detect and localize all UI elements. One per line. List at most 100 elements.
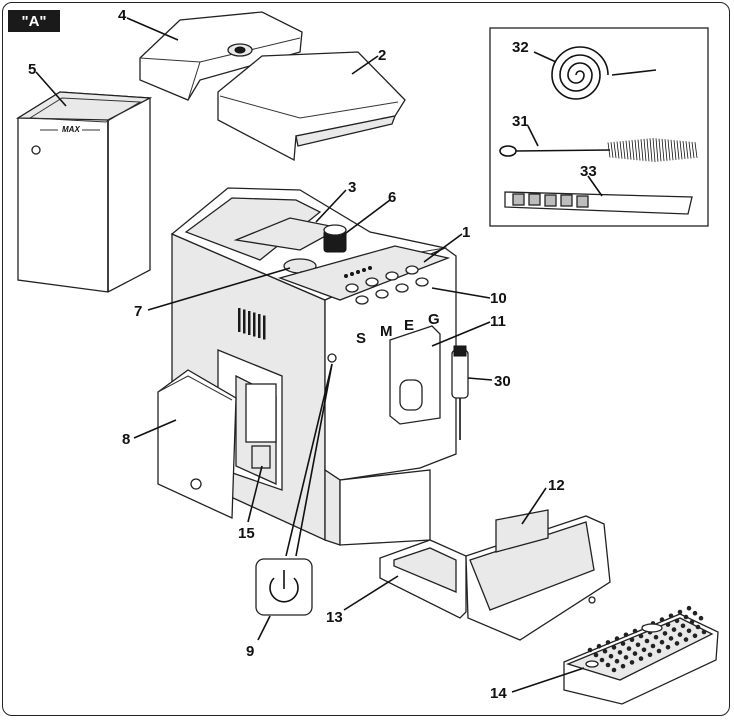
grille-hole (641, 647, 647, 653)
machine-body: S M E G (170, 187, 469, 546)
control-button (365, 277, 379, 287)
brush-bristle (610, 142, 614, 158)
grille-hole (683, 637, 689, 642)
brush-bristle (682, 140, 686, 160)
callout-13: 13 (326, 609, 343, 626)
grille-hole (677, 632, 683, 637)
brush-bristle (679, 140, 683, 160)
control-button (345, 283, 359, 293)
brush-bristle (628, 140, 632, 160)
brush-bristle (694, 142, 698, 158)
grille-hole (674, 618, 680, 624)
brush-bristle (646, 138, 650, 162)
grille-hole (692, 633, 698, 639)
bean-hopper-lid (139, 11, 303, 101)
grille-hole (659, 617, 665, 622)
control-button (375, 289, 389, 299)
vent-slot (258, 314, 261, 338)
brush-bristle (625, 140, 629, 160)
grille-hole (671, 627, 677, 632)
brush-bristle (688, 141, 692, 159)
grille-hole (614, 658, 620, 664)
grille-hole (605, 662, 611, 668)
grille-hole (629, 637, 635, 643)
callout-31: 31 (512, 113, 529, 130)
brush-bristle (640, 139, 644, 161)
grille-hole (665, 644, 671, 650)
callout-33: 33 (580, 163, 597, 180)
grounds-container (379, 539, 467, 619)
grille-hole (617, 650, 623, 655)
grille-hole (629, 660, 635, 665)
grille-hole (686, 628, 692, 634)
callout-9: 9 (246, 643, 254, 660)
callout-2: 2 (378, 47, 386, 64)
callout-4: 4 (118, 7, 127, 24)
grille-hole (593, 652, 599, 658)
cup-grille (563, 605, 719, 705)
callouts: 4 5 2 3 6 1 7 10 11 30 8 15 12 13 9 14 3… (28, 7, 597, 702)
brush-bristle (685, 141, 689, 159)
brush-bristle (613, 141, 617, 159)
brush-bristle (631, 140, 635, 160)
power-icon (269, 570, 299, 603)
brush-bristle (622, 140, 626, 160)
service-door (157, 369, 237, 519)
brush-bristle (691, 141, 695, 159)
water-tank: MAX (15, 91, 153, 293)
power-button-callout (255, 363, 333, 616)
vent-slot (238, 308, 241, 332)
brush-bristle (664, 139, 668, 161)
grille-hole (602, 648, 608, 654)
grille-hole (611, 645, 617, 650)
grille-hole (623, 632, 629, 638)
grille-hole (698, 615, 704, 621)
brush-bristle (673, 140, 677, 160)
brush-bristle (634, 139, 638, 161)
grille-hole (692, 610, 698, 616)
callout-8: 8 (122, 431, 130, 448)
grille-hole (632, 651, 638, 656)
callout-12: 12 (548, 477, 565, 494)
brush-bristle (607, 142, 611, 158)
grille-hole (614, 636, 620, 641)
grille-hole (680, 623, 686, 629)
callout-30: 30 (494, 373, 511, 390)
brand-letter-4: G (428, 311, 440, 328)
grille-hole (599, 657, 605, 663)
grille-hole (620, 663, 626, 669)
grille-hole (638, 656, 644, 661)
grille-hole (662, 631, 668, 636)
grille-hole (668, 636, 674, 641)
grille-hole (644, 638, 650, 644)
vent-slot (263, 315, 266, 340)
vent-slot (253, 312, 256, 337)
callout-7: 7 (134, 303, 142, 320)
grille-hole (677, 609, 683, 615)
grille-hole (632, 628, 638, 634)
grille-hole (623, 655, 629, 660)
leader-lines (35, 17, 603, 693)
brand-letter-1: S (356, 330, 366, 347)
brush-bristle (619, 141, 623, 159)
grille-hole (668, 613, 674, 619)
callout-11: 11 (490, 313, 506, 330)
brush-bristle (652, 137, 656, 163)
brush-bristle (661, 138, 665, 162)
brush-bristle (667, 139, 671, 161)
control-button (395, 283, 409, 293)
grille-hole (596, 643, 602, 649)
grille-hole (701, 629, 707, 635)
grille-hole (638, 633, 644, 639)
grille-hole (683, 614, 689, 620)
grille-hole (611, 667, 617, 673)
brush-bristle (616, 141, 620, 159)
callout-6: 6 (388, 189, 396, 206)
brush-bristle (655, 138, 659, 162)
grille-hole (620, 641, 626, 646)
vent-slot (243, 309, 246, 334)
brush-bristle (676, 140, 680, 160)
grille-hole (653, 634, 659, 640)
